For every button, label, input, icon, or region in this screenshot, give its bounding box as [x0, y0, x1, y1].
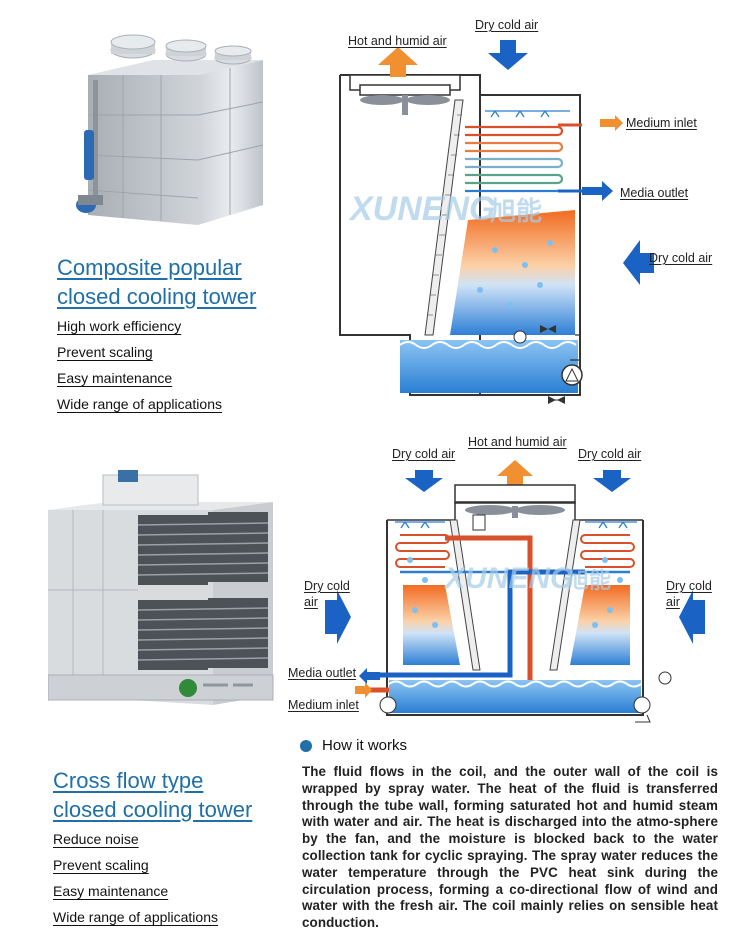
product1-feature: High work efficiency — [57, 318, 182, 334]
label-dry-cold-right-1: Dry cold — [666, 579, 712, 593]
watermark-brand-2: XUNENG — [443, 562, 573, 595]
watermark-brand: XUNENG — [348, 190, 495, 228]
media-outlet-arrow — [582, 181, 613, 201]
dry-cold-air-right-top-arrow — [593, 470, 631, 492]
product1-title-line1: Composite popular — [57, 255, 242, 280]
hot-air-up-arrow — [497, 460, 533, 488]
label-dry-cold-air-right-top: Dry cold air — [578, 447, 642, 461]
hot-air-arrow — [378, 47, 418, 77]
product2-feature: Wide range of applications — [53, 909, 218, 925]
product1-feature: Wide range of applications — [57, 396, 222, 412]
medium-inlet-arrow — [600, 115, 623, 131]
product1-title: Composite popular closed cooling tower — [57, 253, 256, 311]
dry-cold-right-arrow — [679, 590, 705, 644]
dry-cold-air-top-arrow — [488, 40, 528, 70]
label-media-outlet: Media outlet — [620, 186, 689, 200]
label-dry-cold-air-left-top: Dry cold air — [392, 447, 456, 461]
label-medium-inlet: Medium inlet — [626, 116, 697, 130]
composite-tower-diagram: XUNENG 旭能 — [339, 40, 654, 404]
product1-feature: Prevent scaling — [57, 344, 153, 360]
composite-tower-photo — [76, 34, 264, 225]
label-dry-cold-left-2: air — [304, 595, 318, 609]
watermark-brand-cn-2: 旭能 — [566, 568, 611, 593]
dry-cold-left-arrow — [325, 590, 351, 644]
label-dry-cold-left: Dry cold air — [304, 579, 350, 609]
product2-title-line1: Cross flow type — [53, 768, 204, 793]
how-it-works-header: How it works — [300, 737, 407, 754]
product2-feature: Reduce noise — [53, 831, 139, 847]
watermark-brand-cn: 旭能 — [490, 196, 542, 226]
how-it-works-text: The fluid flows in the coil, and the out… — [302, 764, 718, 931]
label-dry-cold-right-2: air — [666, 595, 680, 609]
bullet-icon — [300, 739, 312, 752]
label-medium-inlet-2: Medium inlet — [288, 698, 359, 712]
product1-title-line2: closed cooling tower — [57, 284, 257, 309]
dry-cold-air-left-top-arrow — [405, 470, 443, 492]
cross-flow-tower-diagram: XUNENG 旭能 — [325, 460, 705, 723]
product2-title: Cross flow type closed cooling tower — [53, 766, 252, 824]
product1-feature: Easy maintenance — [57, 370, 173, 386]
label-hot-humid-air: Hot and humid air — [348, 34, 447, 48]
product2-title-line2: closed cooling tower — [53, 797, 253, 822]
product2-feature: Prevent scaling — [53, 857, 149, 873]
label-dry-cold-air-top: Dry cold air — [475, 18, 539, 32]
how-it-works-heading: How it works — [322, 737, 408, 754]
product2-feature: Easy maintenance — [53, 883, 169, 899]
media-outlet-arrow-2 — [359, 668, 380, 684]
label-dry-cold-right: Dry cold air — [666, 579, 712, 609]
dry-cold-air-side-arrow — [623, 240, 640, 285]
label-dry-cold-air-side: Dry cold air — [649, 251, 713, 265]
label-dry-cold-left-1: Dry cold — [304, 579, 350, 593]
label-hot-humid-air-2: Hot and humid air — [468, 435, 567, 449]
cross-flow-tower-photo — [48, 470, 274, 705]
medium-inlet-arrow-2 — [355, 682, 372, 698]
label-media-outlet-2: Media outlet — [288, 666, 357, 680]
